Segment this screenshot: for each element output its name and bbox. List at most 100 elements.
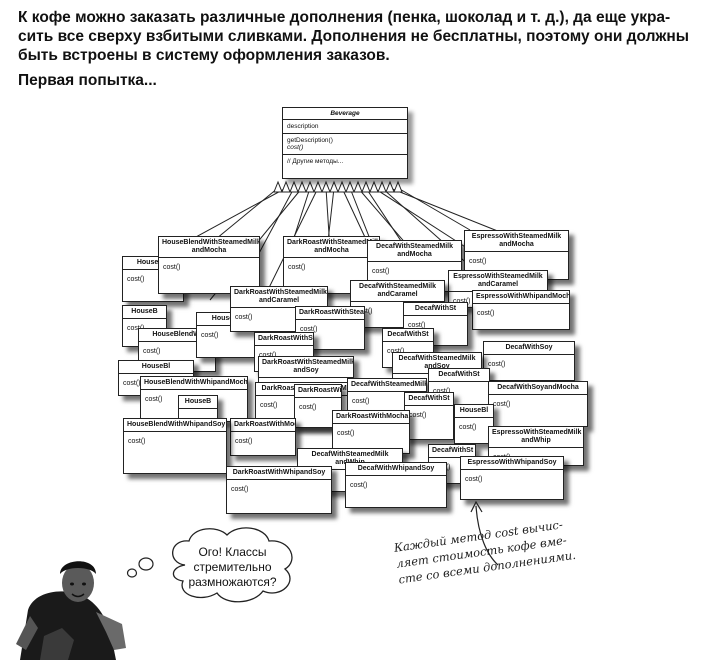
class-name: DarkRoastWithStea	[295, 385, 341, 398]
subheading: Первая попытка...	[18, 72, 157, 89]
class-name: DecafWithSt	[405, 393, 453, 406]
cost-method: cost()	[143, 348, 161, 355]
cost-method: cost()	[352, 398, 370, 405]
thought-cloud	[172, 527, 293, 603]
intro-line: быть встроены в систему оформления заказ…	[18, 47, 390, 64]
cost-method: cost()	[337, 430, 355, 437]
beverage-methods: getDescription() cost()	[283, 134, 407, 155]
beverage-class: Beverage description getDescription() co…	[282, 107, 408, 179]
class-box: DarkRoastWithWhipandSoy cost()	[226, 466, 332, 514]
class-name: DecafWithWhipandSoy	[346, 463, 446, 476]
class-name: DecafWithSteamedMilk andMocha	[368, 241, 461, 262]
class-name: DarkRoastWithStea	[255, 333, 313, 346]
class-box: DecafWithSoyandMocha cost()	[488, 381, 588, 427]
class-name: HouseBl	[119, 361, 193, 374]
class-name: DecafWithSt	[404, 303, 467, 316]
class-box: EspressoWithWhipandMocha cost()	[472, 290, 570, 330]
class-name: EspressoWithSteamedMilk andMocha	[465, 231, 568, 252]
cost-method: cost()	[372, 268, 390, 275]
class-box: DarkRoastWithStea cost()	[295, 306, 365, 350]
class-box: DecafWithWhipandSoy cost()	[345, 462, 447, 508]
cost-method: cost()	[231, 486, 249, 493]
cost-method: cost()	[408, 322, 426, 329]
class-name: DecafWithSt	[429, 445, 475, 458]
class-box: DecafWithSt cost()	[404, 392, 454, 440]
cost-method: cost()	[429, 382, 489, 396]
cost-method: cost()	[163, 264, 181, 271]
class-name: DarkRoastWithStea	[296, 307, 364, 320]
class-box: DarkRoastWithMocha cost()	[230, 418, 296, 456]
beverage-comment: // Другие методы...	[283, 155, 407, 168]
cost-method: cost()	[145, 396, 163, 403]
class-name: DarkRoastWithSteamedMilk andCaramel	[231, 287, 327, 308]
cost-method: cost()	[488, 361, 506, 368]
intro-line: сить все сверху взбитыми сливками. Допол…	[18, 28, 690, 45]
class-name: DarkRoastWithMocha	[231, 419, 295, 432]
cost-method: cost()	[288, 264, 306, 271]
class-name: HouseBlendWithSteamedMilk andMocha	[159, 237, 259, 258]
thought-line: размножаются?	[188, 575, 277, 589]
intro-line: К кофе можно заказать различные дополнен…	[18, 9, 671, 26]
class-name: DecafWithSt	[429, 369, 489, 382]
cost-method: cost()	[201, 332, 219, 339]
class-name: EspressoWithWhipandMocha	[473, 291, 569, 304]
class-box: HouseBlendWithWhipandSoy cost()	[123, 418, 227, 474]
cost-method: cost()	[469, 258, 487, 265]
class-name: DecafWithSt	[383, 329, 433, 342]
class-name: DarkRoastWithSteamedMilk andMocha	[284, 237, 379, 258]
beverage-fields: description	[283, 120, 407, 134]
thought-text: Ого! Классы стремительно размножаются?	[180, 545, 285, 590]
class-box: EspressoWithWhipandSoy cost()	[460, 456, 564, 500]
cost-method: cost()	[235, 438, 253, 445]
cost-method: cost()	[465, 476, 483, 483]
class-name: HouseBlendWi	[139, 329, 215, 342]
class-name: HouseB	[123, 306, 166, 319]
intro-paragraph: К кофе можно заказать различные дополнен…	[18, 8, 690, 65]
thought-line: Ого! Классы	[198, 545, 267, 559]
class-name: EspressoWithSteamedMilk andWhip	[489, 427, 583, 448]
class-name: DarkRoastWithSteamedMilk andSoy	[259, 357, 353, 378]
cost-method: cost()	[127, 325, 145, 332]
class-box: DarkRoastWithMocha cost()	[332, 410, 410, 454]
thought-line: стремительно	[193, 560, 272, 574]
class-name: DecafWithSoyandMocha	[489, 382, 587, 395]
class-name: HouseBle	[123, 257, 183, 270]
beverage-field: description	[287, 123, 319, 130]
class-name: HouseBlendWithWhipandSoy	[124, 419, 226, 432]
class-box: DecafWithSoy cost()	[483, 341, 575, 381]
class-box: HouseBlendWithSteamedMilk andMocha cost(…	[158, 236, 260, 294]
cost-method: cost()	[493, 401, 511, 408]
cost-method: cost()	[299, 404, 317, 411]
beverage-title: Beverage	[283, 108, 407, 120]
cost-method: cost()	[449, 292, 547, 306]
cost-method: cost()	[300, 326, 318, 333]
class-name: DecafWithSteamedMilk	[348, 379, 426, 392]
cost-method: cost()	[459, 424, 477, 431]
cost-method: cost()	[235, 314, 253, 321]
class-name: EspressoWithWhipandSoy	[461, 457, 563, 470]
class-name: DecafWithSteamedMilk andCaramel	[351, 281, 444, 302]
beverage-method: cost()	[287, 144, 304, 151]
cost-method: cost()	[128, 438, 146, 445]
class-box: HouseBl cost()	[454, 404, 494, 444]
cost-method: cost()	[255, 346, 313, 360]
class-name: DecafWithSoy	[484, 342, 574, 355]
class-name: HouseBlendWithWhipandMocha	[141, 377, 247, 390]
cost-method: cost()	[123, 380, 141, 387]
cost-method: cost()	[383, 342, 433, 356]
class-name: DarkRoastWithWhipandSoy	[227, 467, 331, 480]
beverage-method: getDescription()	[287, 137, 333, 144]
cost-method: cost()	[477, 310, 495, 317]
cost-method: cost()	[260, 402, 278, 409]
class-name: HouseBl	[455, 405, 493, 418]
class-name: HouseBl	[197, 313, 255, 326]
class-name: DarkRoastWithMocha	[333, 411, 409, 424]
class-name: HouseB	[179, 396, 217, 409]
cost-method: cost()	[409, 412, 427, 419]
beverage-comment-text: // Другие методы...	[287, 158, 344, 165]
cost-method: cost()	[350, 482, 368, 489]
